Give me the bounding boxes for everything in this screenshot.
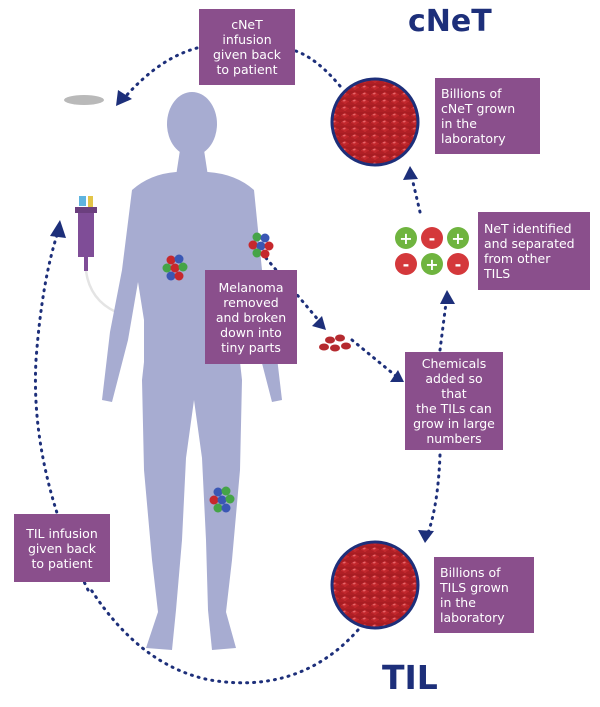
tumor-cluster-chest (162, 254, 188, 281)
iv-bag-icon (75, 196, 117, 314)
arrowhead-left-up (50, 220, 66, 238)
minus-sign: - (429, 229, 436, 248)
arrowhead-til (418, 530, 434, 543)
arrow-bottom-curve (88, 586, 360, 685)
til-heading: TIL (382, 658, 438, 697)
plus-sign: + (399, 229, 412, 248)
arrowhead-chemicals (390, 370, 404, 382)
billions-tils-box: Billions of TILS grown in the laboratory (434, 557, 534, 633)
til-culture-dish (330, 540, 420, 630)
minus-sign: - (403, 255, 410, 274)
minus-sign: - (455, 255, 462, 274)
arrow-parts-to-chemicals (350, 338, 398, 378)
plus-sign: + (451, 229, 464, 248)
chemicals-added-box: Chemicals added so that the TILs can gro… (405, 352, 503, 450)
plus-sign: + (425, 255, 438, 274)
cnet-culture-dish (330, 77, 420, 167)
billions-cnet-box: Billions of cNeT grown in the laboratory (435, 78, 540, 154)
human-body-figure (102, 92, 282, 650)
tumor-cluster-leg (209, 486, 235, 513)
melanoma-removed-box: Melanoma removed and broken down into ti… (205, 270, 297, 364)
arrowhead-net (440, 290, 455, 304)
tumor-fragments (319, 334, 351, 352)
charged-cells-group: + - + - + - (395, 227, 469, 275)
net-identified-box: NeT identified and separated from other … (478, 212, 590, 290)
arrow-chemicals-to-til (426, 453, 442, 535)
arrowhead-cnet (403, 166, 418, 180)
arrow-top-to-infusion (124, 46, 342, 98)
arrow-net-to-cnet (410, 176, 422, 214)
arrow-chemicals-to-net (438, 301, 448, 352)
arrowhead-parts (312, 316, 326, 330)
tumor-cluster-arm (248, 232, 274, 259)
cnet-heading: cNeT (408, 4, 492, 39)
til-infusion-box: TIL infusion given back to patient (14, 514, 110, 582)
infusion-disc (64, 95, 104, 105)
arrowhead-infusion (116, 90, 132, 106)
cnet-infusion-box: cNeT infusion given back to patient (199, 9, 295, 85)
